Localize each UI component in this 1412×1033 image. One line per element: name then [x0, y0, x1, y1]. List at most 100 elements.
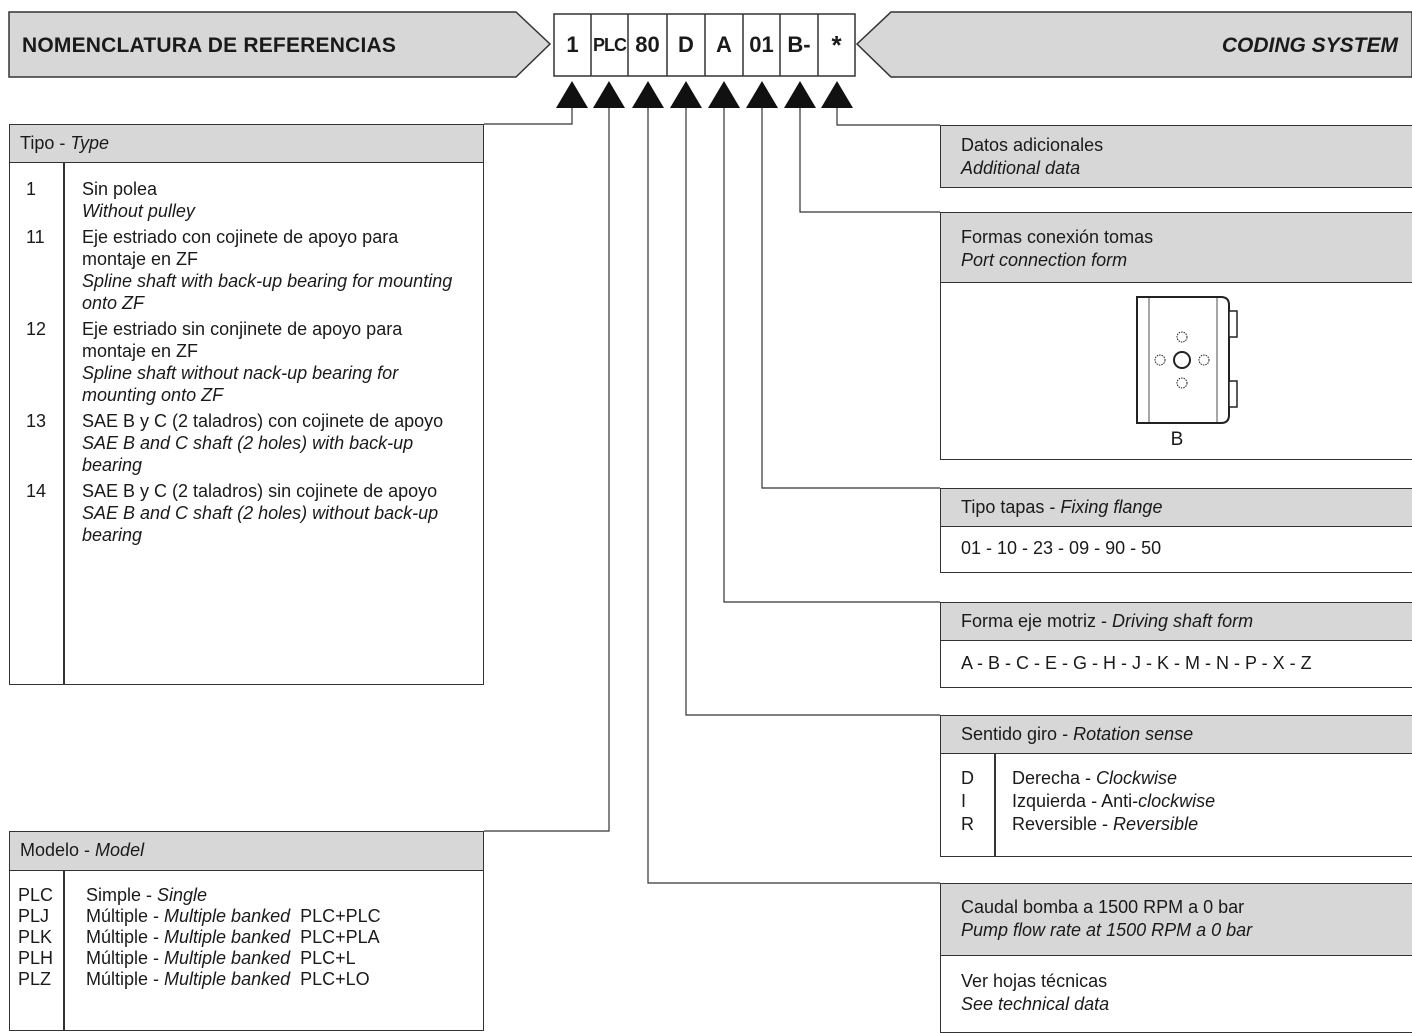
- model-code: PLH: [18, 948, 54, 968]
- code-tapas: 01: [749, 32, 774, 57]
- formas-header: Formas conexión tomas Port connection fo…: [941, 213, 1412, 283]
- port-connection-diagram: [1136, 296, 1238, 424]
- model-combo: PLC+PLA: [300, 927, 380, 947]
- tipo-en: Without pulley: [82, 201, 195, 221]
- eje-label-en: Driving shaft form: [1112, 611, 1254, 631]
- connector-modelo: [484, 108, 610, 832]
- model-en: Multiple banked: [164, 948, 291, 968]
- tipo-label-en: Type: [70, 133, 110, 153]
- tipo-num: 1: [26, 179, 37, 199]
- tipo-row: 11 Eje estriado con cojinete de apoyo pa…: [10, 226, 483, 314]
- code-caudal: 80: [635, 32, 660, 57]
- connector-tapas: [761, 108, 940, 489]
- tipo-es: Sin polea: [82, 179, 158, 199]
- tapas-header: Tipo tapas - Fixing flange: [941, 489, 1412, 527]
- tipo-es: SAE B y C (2 taladros) con cojinete de a…: [82, 411, 444, 431]
- tipo-en: SAE B and C shaft (2 holes) without back…: [82, 503, 439, 545]
- arrow-modelo: [593, 81, 625, 108]
- tapas-values: 01 - 10 - 23 - 09 - 90 - 50: [961, 538, 1162, 558]
- caudal-header: Caudal bomba a 1500 RPM a 0 bar Pump flo…: [941, 884, 1412, 956]
- code-giro: D: [678, 32, 694, 57]
- modelo-label: Modelo: [20, 840, 80, 860]
- code-datos: *: [831, 29, 842, 60]
- connector-caudal: [647, 108, 940, 884]
- model-en: Multiple banked: [164, 969, 291, 989]
- model-code: PLZ: [18, 969, 52, 989]
- caudal-label-en: Pump flow rate at 1500 RPM a 0 bar: [961, 920, 1253, 940]
- tipo-row: 12 Eje estriado sin conjinete de apoyo p…: [10, 318, 483, 406]
- tapas-label: Tipo tapas: [961, 497, 1045, 517]
- tapas-label-en: Fixing flange: [1060, 497, 1163, 517]
- connector-tipo: [484, 108, 573, 125]
- tipo-header: Tipo - Type: [10, 125, 483, 163]
- connector-formas: [799, 108, 940, 213]
- tipo-en: Spline shaft without nack-up bearing for…: [82, 363, 399, 405]
- giro-header: Sentido giro - Rotation sense: [941, 716, 1412, 754]
- model-es: Múltiple: [86, 927, 149, 947]
- tipo-num: 11: [26, 227, 45, 247]
- formas-label: Formas conexión tomas: [961, 227, 1154, 247]
- tipo-row: 14 SAE B y C (2 taladros) sin cojinete d…: [10, 480, 483, 546]
- arrow-datos: [821, 81, 853, 108]
- model-es: Simple: [86, 885, 142, 905]
- giro-en: Clockwise: [1096, 768, 1178, 788]
- tipo-label: Tipo: [20, 133, 55, 153]
- arrow-eje: [708, 81, 740, 108]
- tipo-es: Eje estriado con cojinete de apoyo para …: [82, 227, 399, 269]
- header-right-banner: [855, 11, 1412, 78]
- giro-en-prefix: Anti-: [1101, 791, 1139, 811]
- model-es: Múltiple: [86, 969, 149, 989]
- giro-label-en: Rotation sense: [1073, 724, 1194, 744]
- code-modelo: PLC: [593, 34, 627, 55]
- connector-giro: [685, 108, 940, 716]
- giro-en: clockwise: [1138, 791, 1216, 811]
- tipo-en: Spline shaft with back-up bearing for mo…: [82, 271, 453, 313]
- tipo-es: SAE B y C (2 taladros) sin cojinete de a…: [82, 481, 438, 501]
- code-tipo: 1: [566, 32, 579, 57]
- caudal-value-en: See technical data: [961, 994, 1110, 1014]
- header-title-left: NOMENCLATURA DE REFERENCIAS: [22, 34, 397, 57]
- model-en: Multiple banked: [164, 927, 291, 947]
- giro-code: R: [961, 814, 974, 834]
- connector-datos: [836, 108, 940, 126]
- giro-label: Sentido giro: [961, 724, 1058, 744]
- formas-box: Formas conexión tomas Port connection fo…: [940, 212, 1412, 460]
- datos-label: Datos adicionales: [961, 135, 1104, 155]
- tipo-num: 12: [26, 319, 47, 339]
- model-combo: PLC+PLC: [300, 906, 381, 926]
- tipo-row: 13 SAE B y C (2 taladros) con cojinete d…: [10, 410, 483, 476]
- model-code: PLJ: [18, 906, 50, 926]
- model-en: Single: [157, 885, 208, 905]
- caudal-box: Caudal bomba a 1500 RPM a 0 bar Pump flo…: [940, 883, 1412, 1033]
- giro-code: D: [961, 768, 974, 788]
- model-es: Múltiple: [86, 948, 149, 968]
- eje-values: A - B - C - E - G - H - J - K - M - N - …: [961, 653, 1312, 673]
- code-eje: A: [716, 32, 732, 57]
- model-code: PLK: [18, 927, 53, 947]
- eje-box: Forma eje motriz - Driving shaft form A …: [940, 602, 1412, 688]
- datos-box: Datos adicionales Additional data: [940, 125, 1412, 188]
- port-connection-label: B: [1170, 429, 1184, 450]
- modelo-label-en: Model: [95, 840, 145, 860]
- eje-header: Forma eje motriz - Driving shaft form: [941, 603, 1412, 641]
- caudal-label: Caudal bomba a 1500 RPM a 0 bar: [961, 897, 1245, 917]
- caudal-value: Ver hojas técnicas: [961, 971, 1108, 991]
- model-en: Multiple banked: [164, 906, 291, 926]
- giro-es: Derecha: [1012, 768, 1081, 788]
- model-combo: PLC+L: [300, 948, 356, 968]
